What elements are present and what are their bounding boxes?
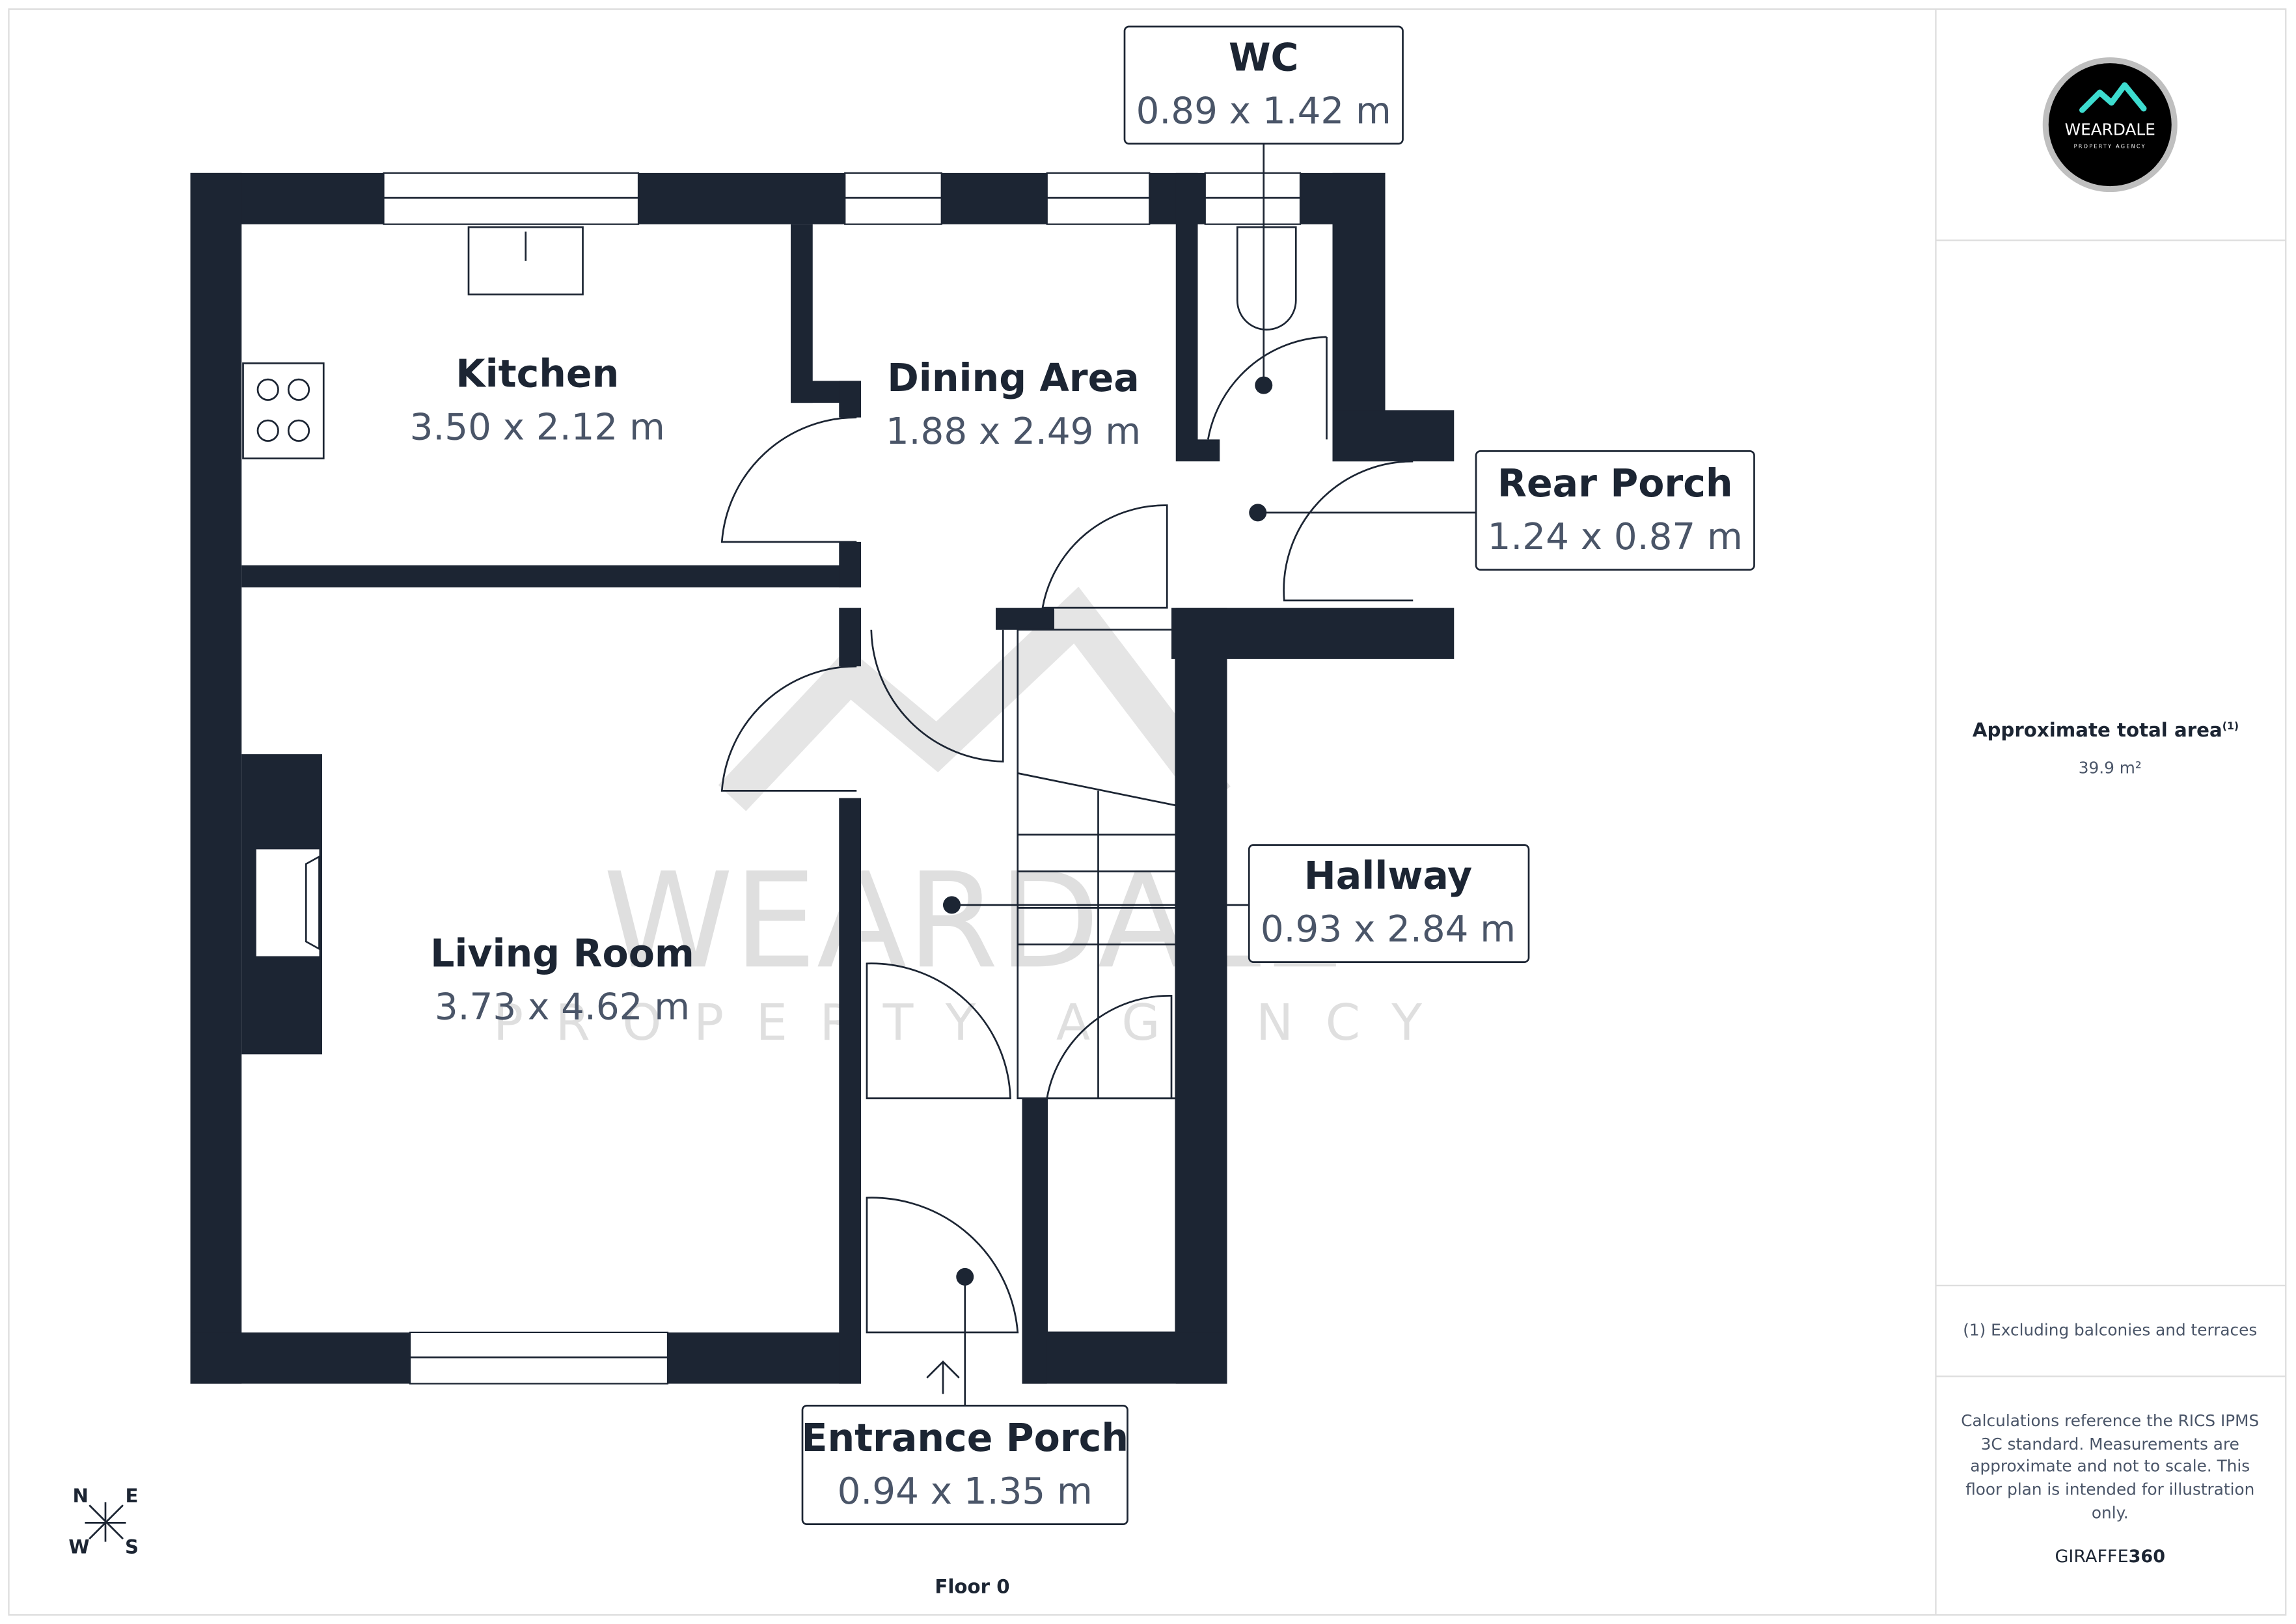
room-rear-porch: Rear Porch 1.24 x 0.87 m — [1249, 450, 1755, 571]
svg-text:WC: WC — [1229, 35, 1298, 79]
svg-text:1.88 x 2.49 m: 1.88 x 2.49 m — [886, 411, 1141, 453]
windows — [383, 172, 1302, 1385]
room-wc: WC 0.89 x 1.42 m — [1123, 25, 1404, 394]
svg-text:Rear Porch: Rear Porch — [1497, 461, 1733, 506]
floor-label: Floor 0 — [935, 1575, 1009, 1597]
svg-text:3.73 x 4.62 m: 3.73 x 4.62 m — [435, 986, 690, 1028]
svg-text:W: W — [68, 1536, 89, 1558]
svg-text:approximate and not to scale.: approximate and not to scale. This — [1970, 1457, 2250, 1476]
toilet-icon — [1236, 226, 1297, 331]
room-entrance-porch: Entrance Porch 0.94 x 1.35 m — [801, 1267, 1128, 1525]
fixtures — [242, 226, 1414, 1394]
svg-text:3C standard. Measurements are: 3C standard. Measurements are — [1981, 1435, 2239, 1454]
svg-text:3.50 x 2.12 m: 3.50 x 2.12 m — [410, 406, 665, 448]
svg-text:Calculations reference the RIC: Calculations reference the RICS IPMS — [1961, 1411, 2259, 1430]
doors — [720, 336, 1414, 1334]
stairs — [1017, 629, 1177, 1334]
svg-text:S: S — [125, 1536, 139, 1558]
svg-text:Entrance Porch: Entrance Porch — [801, 1416, 1128, 1460]
svg-text:Kitchen: Kitchen — [456, 351, 619, 396]
disclaimer: Calculations reference the RICS IPMS 3C … — [1961, 1411, 2259, 1522]
compass-icon: N E W S — [68, 1485, 139, 1558]
weardale-logo: WEARDALE PROPERTY AGENCY — [2042, 57, 2178, 193]
svg-text:floor plan is intended for ill: floor plan is intended for illustration — [1965, 1480, 2254, 1499]
svg-text:PROPERTY AGENCY: PROPERTY AGENCY — [493, 994, 1454, 1052]
sink-icon — [467, 226, 584, 295]
room-hallway: Hallway 0.93 x 2.84 m — [943, 844, 1530, 963]
fireplace-icon — [305, 855, 320, 951]
svg-text:N: N — [73, 1485, 89, 1507]
room-dining-area: Dining Area 1.88 x 2.49 m — [886, 356, 1141, 453]
area-label: Approximate total area(1) — [1973, 719, 2239, 741]
page-border — [8, 8, 2287, 1616]
room-living-room: Living Room 3.73 x 4.62 m — [430, 931, 694, 1028]
area-value: 39.9 m² — [2079, 758, 2142, 777]
hob-icon — [242, 362, 325, 459]
svg-text:0.89 x 1.42 m: 0.89 x 1.42 m — [1136, 90, 1391, 132]
svg-text:WEARDALE: WEARDALE — [603, 844, 1345, 997]
svg-text:E: E — [126, 1485, 139, 1507]
svg-text:Hallway: Hallway — [1304, 854, 1472, 898]
svg-text:only.: only. — [2092, 1504, 2129, 1522]
svg-text:WEARDALE: WEARDALE — [2065, 120, 2155, 139]
svg-text:Dining Area: Dining Area — [887, 356, 1139, 400]
svg-text:PROPERTY AGENCY: PROPERTY AGENCY — [2074, 143, 2146, 150]
svg-text:0.93 x 2.84 m: 0.93 x 2.84 m — [1261, 908, 1516, 951]
svg-text:1.24 x 0.87 m: 1.24 x 0.87 m — [1488, 516, 1743, 558]
entrance-arrow-icon — [926, 1360, 960, 1394]
room-kitchen: Kitchen 3.50 x 2.12 m — [410, 351, 665, 448]
svg-text:Living Room: Living Room — [430, 931, 694, 975]
footnote: (1) Excluding balconies and terraces — [1963, 1320, 2257, 1339]
svg-text:0.94 x 1.35 m: 0.94 x 1.35 m — [838, 1470, 1093, 1513]
giraffe360-brand: GIRAFFE360 — [2055, 1547, 2165, 1567]
